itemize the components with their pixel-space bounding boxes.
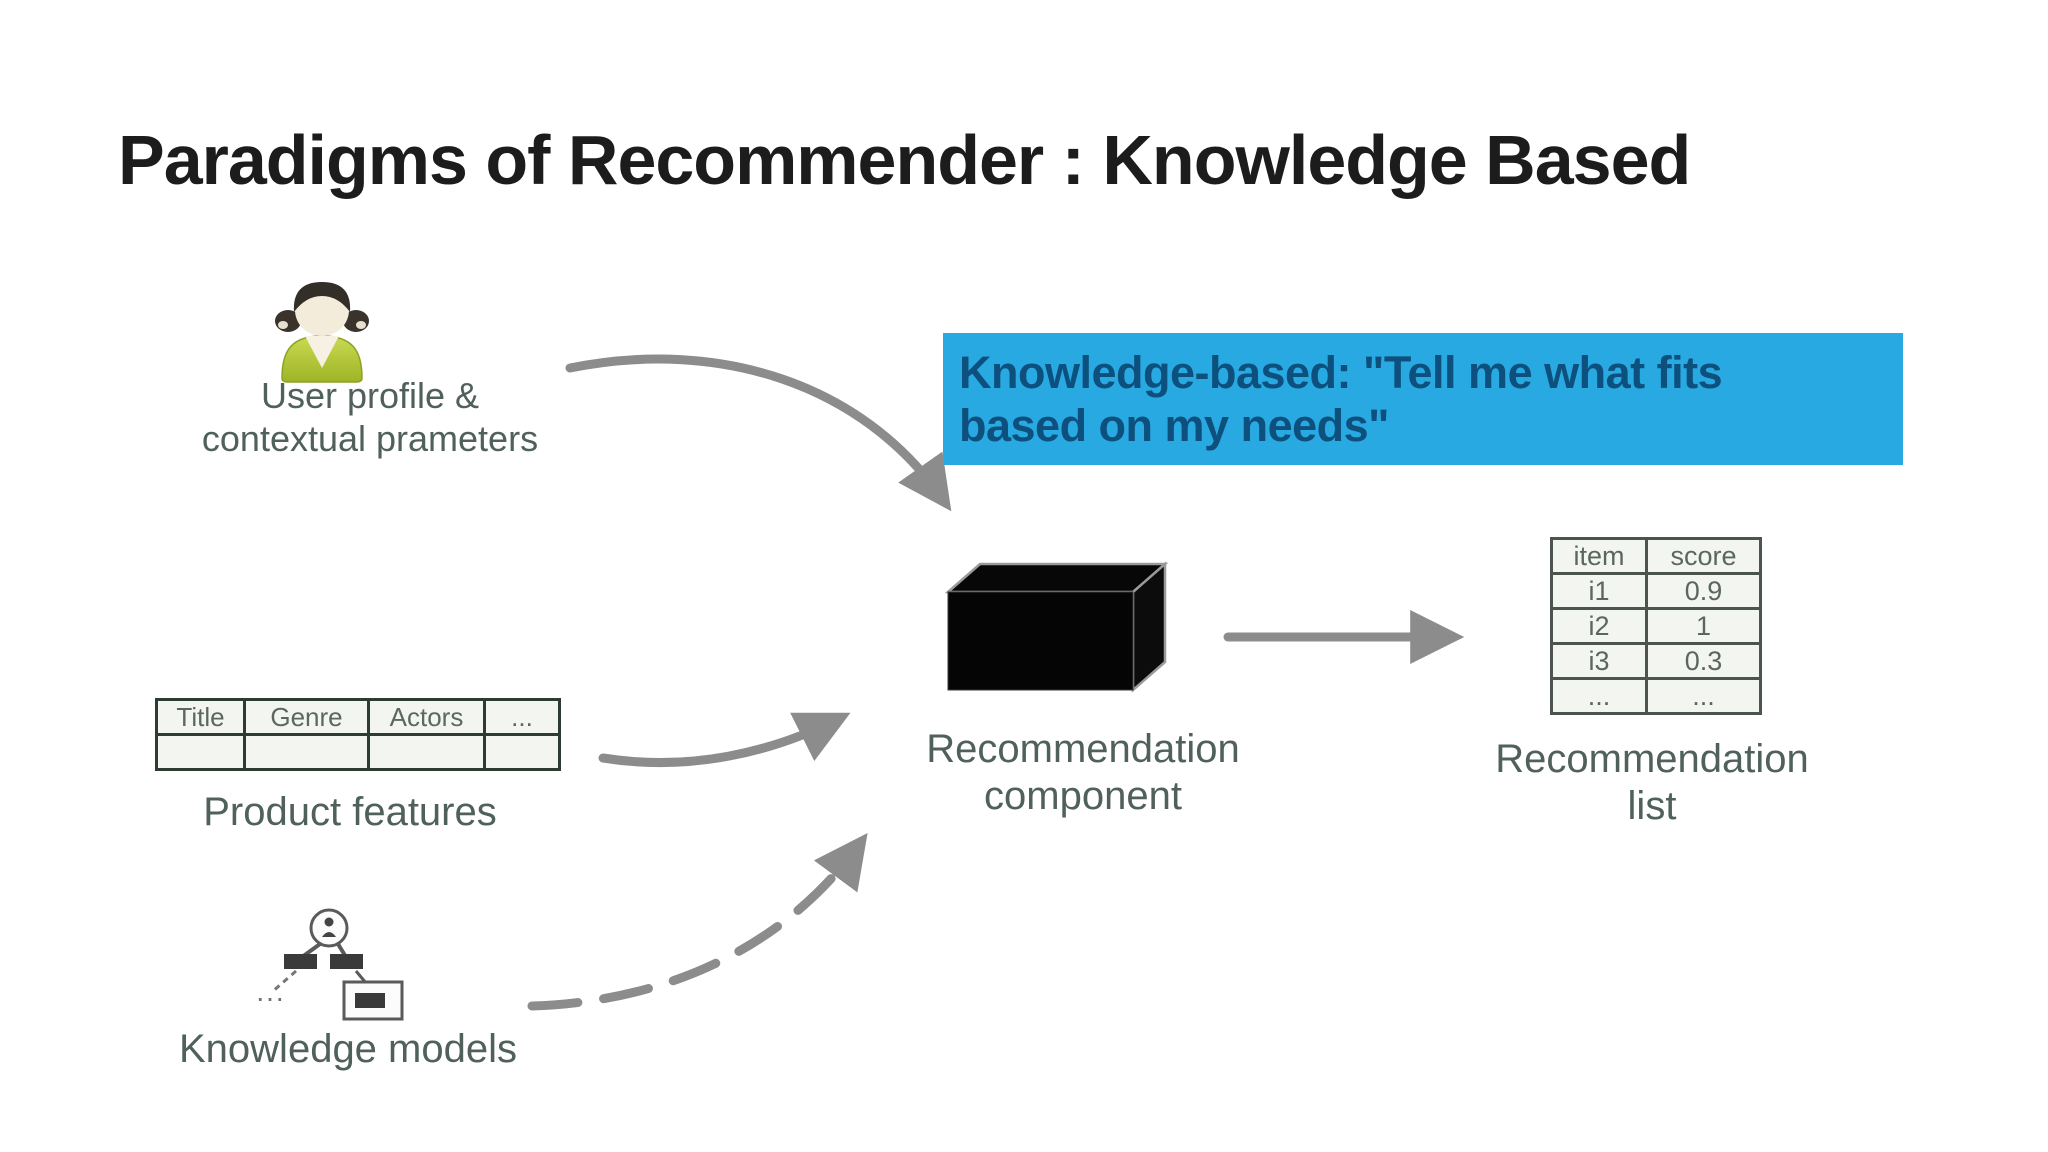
knowledge-models-label: Knowledge models	[179, 1027, 517, 1071]
arrow-knowledge-to-component	[527, 832, 868, 1011]
product-features-label: Product features	[203, 790, 497, 834]
pf-cell	[243, 733, 370, 771]
slide-title: Paradigms of Recommender : Knowledge Bas…	[118, 121, 1691, 199]
table-row: i1 0.9	[1550, 572, 1762, 610]
rl-cell: 1	[1645, 607, 1762, 645]
callout-line-2: based on my needs"	[959, 400, 1389, 451]
arrow-user-to-component	[565, 354, 952, 512]
table-row: Title Genre Actors ...	[155, 698, 561, 736]
pf-header-actors: Actors	[367, 698, 486, 736]
recommendation-component-label: Recommendation component	[883, 726, 1283, 820]
knowledge-tree-ellipsis: ...	[256, 976, 286, 1007]
recommendation-component-label-line-2: component	[984, 774, 1182, 818]
rl-cell: i3	[1550, 642, 1648, 680]
product-features-table: Title Genre Actors ...	[155, 698, 561, 771]
recommendation-list-label: Recommendation list	[1452, 736, 1852, 830]
table-row: i2 1	[1550, 607, 1762, 645]
rl-cell: 0.9	[1645, 572, 1762, 610]
user-profile-label-line-1: User profile &	[260, 375, 480, 416]
rl-cell: i1	[1550, 572, 1648, 610]
recommendation-list-table: item score i1 0.9 i2 1 i3 0.3 ... ...	[1550, 537, 1762, 715]
recommendation-component-box-icon	[944, 561, 1169, 693]
rl-cell: i2	[1550, 607, 1648, 645]
rl-header-item: item	[1550, 537, 1648, 575]
table-row: item score	[1550, 537, 1762, 575]
table-row	[155, 733, 561, 771]
rl-header-score: score	[1645, 537, 1762, 575]
pf-header-genre: Genre	[243, 698, 370, 736]
table-row: ... ...	[1550, 677, 1762, 715]
rl-cell: 0.3	[1645, 642, 1762, 680]
callout-line-1: Knowledge-based: "Tell me what fits	[959, 347, 1723, 398]
recommendation-list-label-line-1: Recommendation	[1495, 737, 1809, 781]
user-profile-label: User profile & contextual prameters	[160, 374, 580, 460]
rl-cell: ...	[1550, 677, 1648, 715]
recommendation-component-label-line-1: Recommendation	[926, 727, 1240, 771]
pf-header-more: ...	[483, 698, 561, 736]
arrow-features-to-component	[598, 712, 851, 767]
pf-cell	[155, 733, 246, 771]
pf-cell	[483, 733, 561, 771]
table-row: i3 0.3	[1550, 642, 1762, 680]
pf-cell	[367, 733, 486, 771]
knowledge-based-callout: Knowledge-based: "Tell me what fits base…	[943, 333, 1903, 465]
user-profile-icon	[275, 282, 369, 383]
rl-cell: ...	[1645, 677, 1762, 715]
pf-header-title: Title	[155, 698, 246, 736]
user-profile-label-line-2: contextual prameters	[201, 418, 539, 459]
recommendation-list-label-line-2: list	[1627, 784, 1677, 828]
